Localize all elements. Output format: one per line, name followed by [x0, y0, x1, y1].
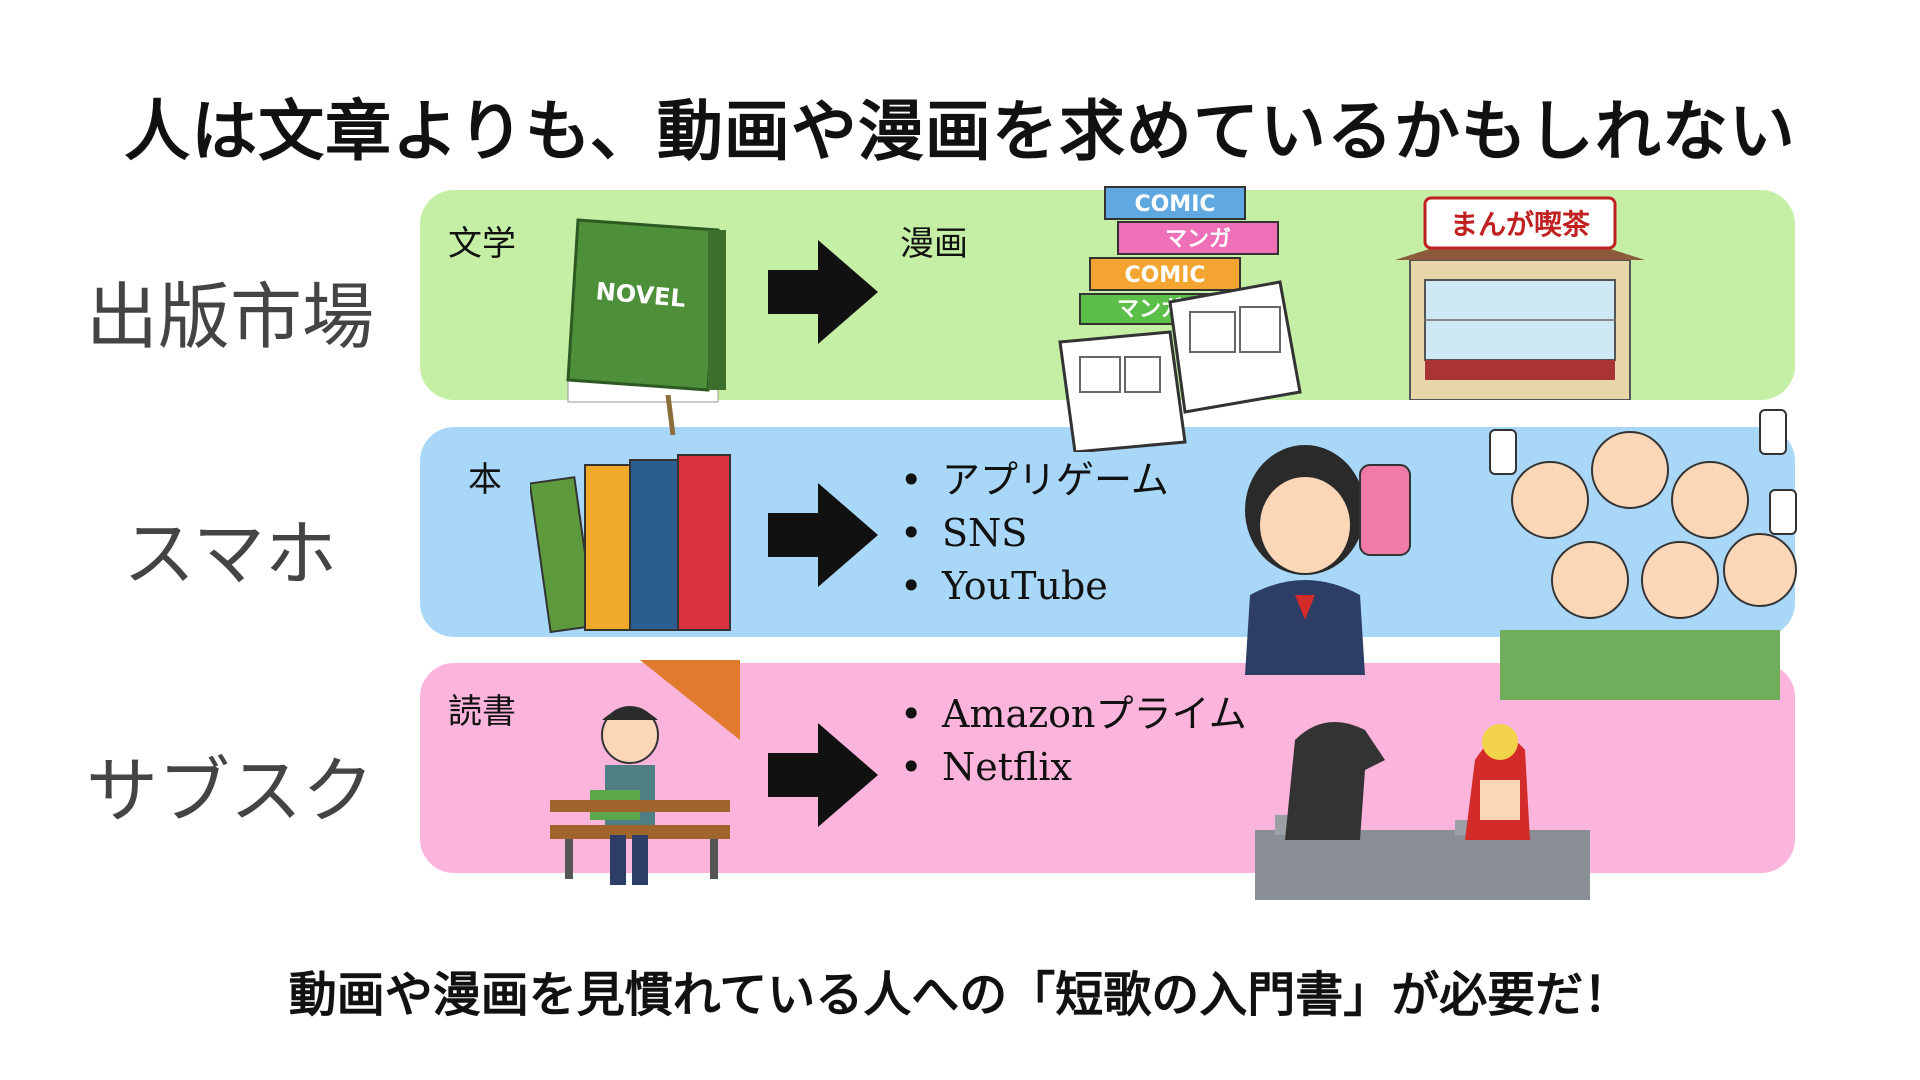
- list-item: •Amazonプライム: [900, 692, 1247, 736]
- from-label-literature: 文学: [448, 224, 516, 264]
- from-label-book: 本: [468, 460, 502, 500]
- footer-message: 動画や漫画を見慣れている人への「短歌の入門書」が必要だ！: [288, 967, 1632, 1023]
- bookshelf-icon: [530, 440, 760, 640]
- bullet-list-smartphone: •アプリゲーム •SNS •YouTube: [900, 454, 1169, 613]
- manga-cafe-icon: まんが喫茶: [1395, 190, 1645, 400]
- row-label-subscription: サブスク: [85, 749, 374, 833]
- arrow-right-icon: [768, 240, 878, 344]
- list-item: •Netflix: [900, 745, 1072, 789]
- bullet-list-subscription: •Amazonプライム •Netflix: [900, 688, 1247, 794]
- svg-text:まんが喫茶: まんが喫茶: [1450, 208, 1591, 241]
- svg-text:COMIC: COMIC: [1134, 192, 1215, 217]
- svg-text:COMIC: COMIC: [1124, 263, 1205, 288]
- reading-bench-icon: [530, 660, 750, 895]
- list-item: •YouTube: [900, 564, 1108, 608]
- novel-book-icon: NOVEL: [548, 210, 748, 440]
- row-label-smartphone: スマホ: [123, 512, 337, 596]
- page-title: 人は文章よりも、動画や漫画を求めているかもしれない: [124, 93, 1796, 170]
- from-label-reading: 読書: [448, 692, 516, 732]
- row-label-publishing: 出版市場: [85, 275, 374, 359]
- arrow-right-icon: [768, 723, 878, 827]
- to-label-manga: 漫画: [900, 224, 968, 264]
- list-item: •SNS: [900, 511, 1028, 555]
- comic-stack-icon: COMIC マンガ COMIC マンガ: [1050, 182, 1340, 452]
- monster-fight-icon: [1255, 700, 1590, 900]
- selfie-girl-icon: [1225, 435, 1435, 675]
- svg-text:マンガ: マンガ: [1165, 227, 1231, 252]
- list-item: •アプリゲーム: [900, 458, 1169, 502]
- arrow-right-icon: [768, 483, 878, 587]
- phone-crowd-icon: [1470, 390, 1800, 700]
